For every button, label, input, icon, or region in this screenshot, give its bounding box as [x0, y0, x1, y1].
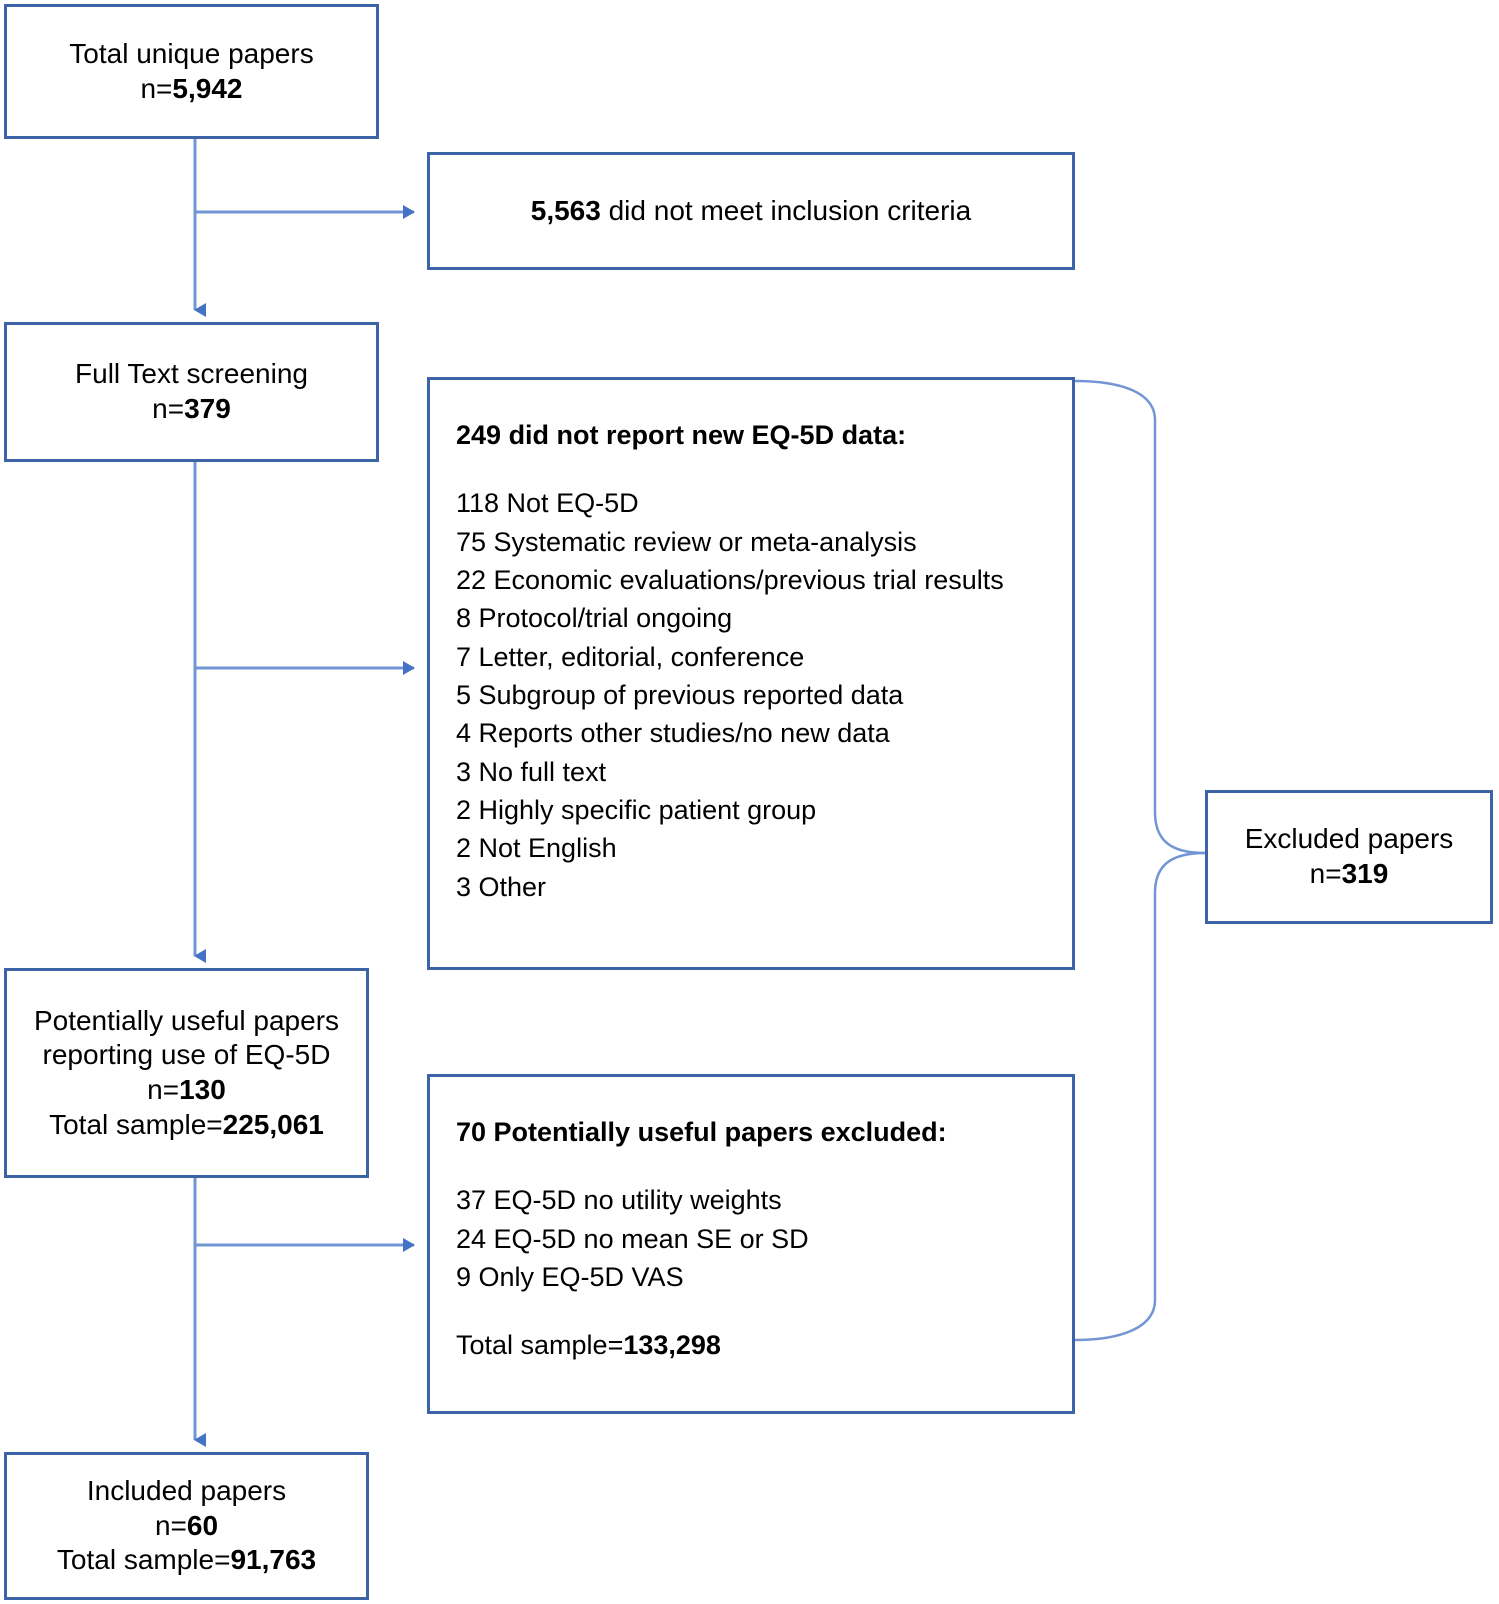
list-item: 7 Letter, editorial, conference: [456, 641, 805, 672]
connector-no-new-data-to-excluded: [1074, 379, 1206, 855]
useful-excluded-heading: 70 Potentially useful papers excluded:: [456, 1113, 947, 1151]
list-item: 2 Not English: [456, 833, 617, 864]
useful-excluded-body: 70 Potentially useful papers excluded: 3…: [430, 1077, 947, 1365]
excluded-papers-label: Excluded papers: [1244, 823, 1454, 855]
no-new-data-body: 249 did not report new EQ-5D data: 118 N…: [430, 380, 1004, 906]
list-item: 3 No full text: [456, 756, 607, 787]
potentially-label-1: Potentially useful papers: [33, 1004, 340, 1036]
list-item: 22 Economic evaluations/previous trial r…: [456, 564, 1004, 595]
included-n-prefix: n=: [154, 1509, 187, 1541]
useful-excluded-total-value: 133,298: [623, 1330, 721, 1361]
potentially-sample-value: 225,061: [222, 1108, 324, 1140]
included-label: Included papers: [86, 1474, 287, 1506]
list-item: 9 Only EQ-5D VAS: [456, 1261, 684, 1292]
total-papers-n-prefix: n=: [140, 72, 173, 104]
not-inclusion-text: did not meet inclusion criteria: [600, 194, 972, 226]
not-inclusion-value: 5,563: [530, 194, 601, 226]
included-sample-prefix: Total sample=: [56, 1544, 231, 1576]
useful-excluded-heading-text: Potentially useful papers excluded:: [486, 1117, 947, 1147]
node-did-not-meet-inclusion-criteria: 5,563 did not meet inclusion criteria: [427, 152, 1075, 270]
included-sample-line: Total sample=91,763: [57, 1543, 316, 1578]
node-did-not-report-new-eq5d-data: 249 did not report new EQ-5D data: 118 N…: [427, 377, 1075, 970]
node-excluded-papers: Excluded papers n=319: [1205, 790, 1493, 924]
potentially-sample-line: Total sample=225,061: [49, 1108, 324, 1143]
node-included-papers: Included papers n=60 Total sample=91,763: [4, 1452, 369, 1600]
excluded-papers-n-value: 319: [1341, 858, 1389, 889]
potentially-count-line: n=130: [147, 1073, 226, 1108]
no-new-data-heading: 249 did not report new EQ-5D data:: [456, 416, 1004, 454]
list-item: 5 Subgroup of previous reported data: [456, 679, 904, 710]
potentially-label-2: reporting use of EQ-5D: [42, 1039, 331, 1071]
list-item: 118 Not EQ-5D: [456, 488, 639, 519]
list-item: 8 Protocol/trial ongoing: [456, 603, 733, 634]
total-papers-count-line: n=5,942: [140, 72, 242, 107]
node-potentially-useful-papers-excluded: 70 Potentially useful papers excluded: 3…: [427, 1074, 1075, 1414]
excluded-papers-n-prefix: n=: [1309, 858, 1342, 889]
useful-excluded-heading-value: 70: [456, 1117, 487, 1147]
not-inclusion-line: 5,563 did not meet inclusion criteria: [430, 194, 1072, 229]
list-item: 3 Other: [456, 871, 547, 902]
useful-excluded-total-prefix: Total sample=: [456, 1330, 624, 1361]
potentially-n-prefix: n=: [147, 1074, 180, 1105]
potentially-n-value: 130: [179, 1074, 226, 1105]
not-inclusion-body: 5,563 did not meet inclusion criteria: [430, 194, 1072, 229]
excluded-papers-count-line: n=319: [1310, 857, 1389, 892]
list-item: 24 EQ-5D no mean SE or SD: [456, 1223, 809, 1254]
list-item: 2 Highly specific patient group: [456, 794, 817, 825]
fulltext-label: Full Text screening: [75, 358, 308, 390]
spacer: [456, 1296, 947, 1326]
included-count-line: n=60: [155, 1509, 218, 1544]
total-papers-label: Total unique papers: [69, 37, 314, 69]
connector-useful-excluded-to-excluded: [1074, 851, 1206, 1342]
potentially-sample-prefix: Total sample=: [49, 1108, 223, 1140]
node-full-text-screening: Full Text screening n=379: [4, 322, 379, 462]
fulltext-n-prefix: n=: [152, 393, 185, 424]
no-new-data-heading-value: 249: [456, 420, 502, 450]
total-papers-n-value: 5,942: [172, 72, 243, 104]
no-new-data-heading-text: did not report new EQ-5D data:: [501, 420, 907, 450]
fulltext-n-value: 379: [184, 393, 231, 424]
node-total-unique-papers: Total unique papers n=5,942: [4, 4, 379, 139]
fulltext-count-line: n=379: [152, 392, 231, 427]
list-item: 37 EQ-5D no utility weights: [456, 1185, 782, 1216]
included-n-value: 60: [186, 1509, 219, 1541]
node-potentially-useful-papers: Potentially useful papers reporting use …: [4, 968, 369, 1178]
list-item: 75 Systematic review or meta-analysis: [456, 526, 917, 557]
list-item: 4 Reports other studies/no new data: [456, 718, 890, 749]
included-sample-value: 91,763: [230, 1544, 317, 1576]
useful-excluded-total-line: Total sample=133,298: [456, 1326, 947, 1364]
